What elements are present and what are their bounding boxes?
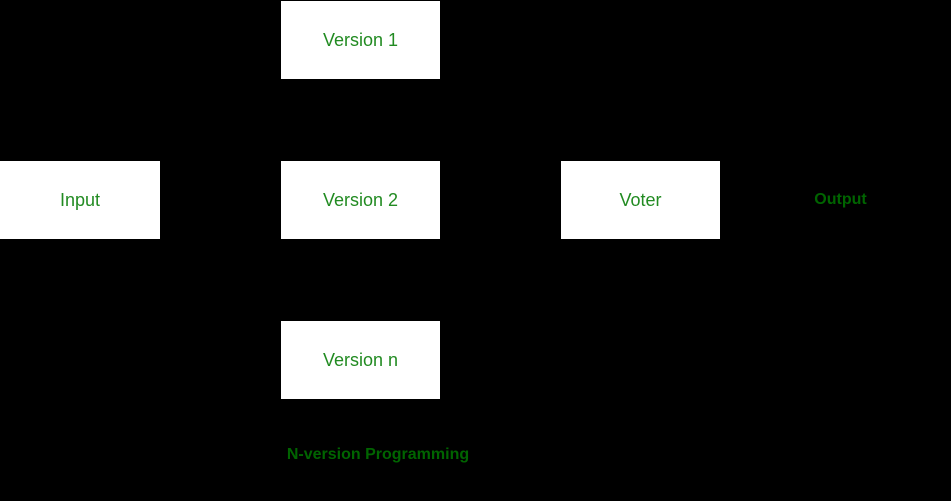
node-version-1-label: Version 1 <box>322 29 399 50</box>
node-version-n-label: Version n <box>322 349 399 370</box>
node-version-n: Version n <box>281 321 440 399</box>
node-voter: Voter <box>561 161 720 239</box>
node-version-2: Version 2 <box>281 161 440 239</box>
node-input-label: Input <box>59 189 101 210</box>
node-version-2-label: Version 2 <box>322 189 399 210</box>
node-version-1: Version 1 <box>281 1 440 79</box>
diagram-caption: N-version Programming <box>286 446 470 463</box>
output-label: Output <box>814 191 867 208</box>
node-voter-label: Voter <box>619 189 662 210</box>
node-input: Input <box>0 161 160 239</box>
